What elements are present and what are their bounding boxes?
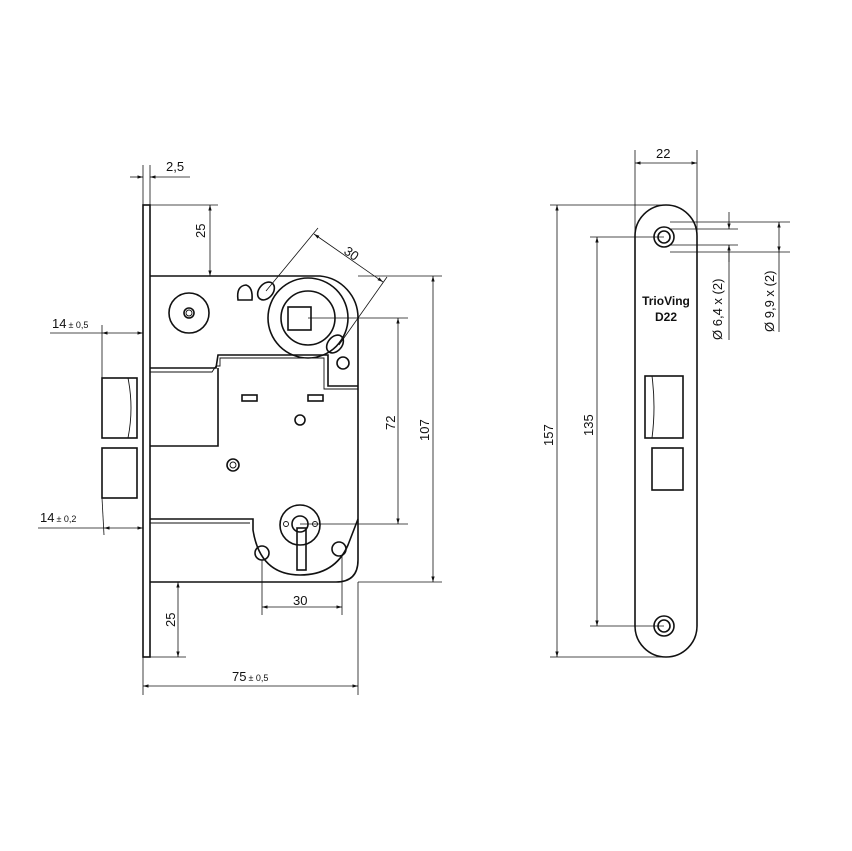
faceplate-outline [634, 204, 698, 658]
dim-hole-small: Ø 6,4 x (2) [710, 279, 725, 340]
side-view-dimensions: 2,5 25 30 14± 0,5 14± 0,2 72 107 30 [38, 159, 442, 695]
dim-top-offset: 25 [193, 224, 208, 238]
latch-bolt [101, 377, 138, 439]
dim-bottom-offset: 25 [163, 613, 178, 627]
forend-plate [142, 204, 151, 658]
faceplate-dimensions: 22 157 135 Ø 6,4 x (2) Ø 9,9 x (2) [541, 146, 790, 658]
faceplate-view: TrioVing D22 [634, 204, 698, 658]
dim-follower-spacing: 30 [341, 243, 361, 264]
dim-total-length: 157 [541, 424, 556, 446]
key-hole [279, 504, 321, 546]
dim-deadbolt-projection: 14± 0,2 [40, 510, 76, 525]
cylinder-hole [168, 292, 210, 334]
model-label: D22 [655, 310, 677, 324]
deadbolt-opening [651, 447, 684, 491]
dim-body-height: 107 [417, 419, 432, 441]
lock-body-side-view [101, 204, 359, 658]
deadbolt [101, 447, 138, 499]
latch-opening [644, 375, 684, 439]
dim-latch-projection: 14± 0,5 [52, 316, 88, 331]
dim-hole-large: Ø 9,9 x (2) [762, 271, 777, 332]
inner-plate [150, 354, 358, 387]
lower-plate [150, 518, 359, 576]
dim-key-slot-spacing: 30 [293, 593, 307, 608]
brand-logo: TrioVing [642, 294, 690, 308]
dim-forend-thickness: 2,5 [166, 159, 184, 174]
dim-backset: 75± 0,5 [232, 669, 268, 684]
follower-square [287, 306, 312, 331]
dim-hole-spacing: 135 [581, 414, 596, 436]
dim-center-distance: 72 [383, 416, 398, 430]
dim-faceplate-width: 22 [656, 146, 670, 161]
